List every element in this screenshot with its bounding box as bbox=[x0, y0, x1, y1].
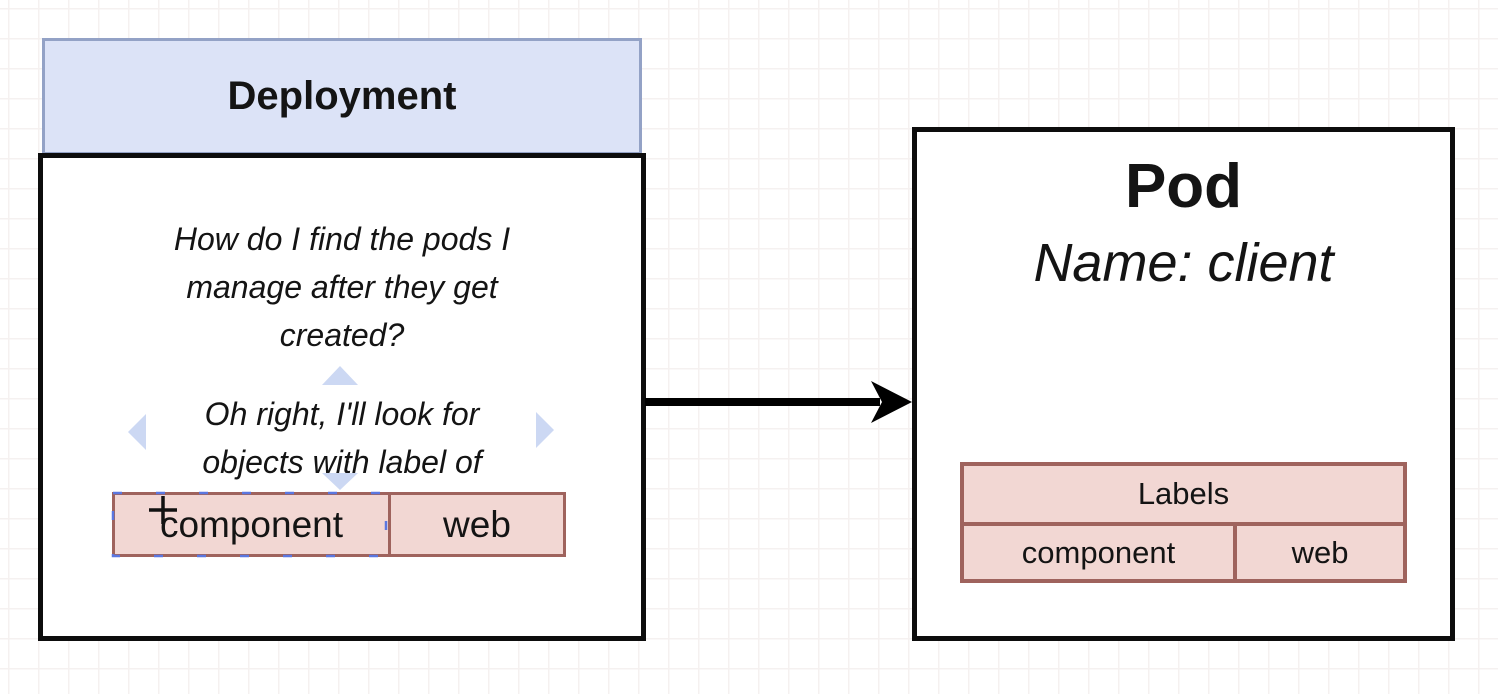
pod-name: Name: client bbox=[1033, 233, 1334, 293]
pod-label-value-cell[interactable]: web bbox=[1233, 526, 1403, 579]
deployment-body-shape[interactable]: How do I find the pods I manage after th… bbox=[38, 153, 646, 641]
pod-labels-table[interactable]: Labels component web bbox=[960, 462, 1407, 583]
pod-labels-header-cell[interactable]: Labels bbox=[964, 466, 1403, 526]
pod-labels-row[interactable]: component web bbox=[964, 526, 1403, 579]
pod-label-value: web bbox=[1291, 534, 1349, 570]
pod-shape[interactable]: Pod Name: client Labels component web bbox=[912, 127, 1455, 641]
deployment-thought-text-2: Oh right, I'll look for objects with lab… bbox=[202, 396, 482, 480]
deployment-label-table[interactable]: component web bbox=[112, 492, 566, 557]
deployment-title: Deployment bbox=[227, 74, 457, 118]
deployment-header-shape[interactable]: Deployment bbox=[42, 38, 642, 155]
deployment-label-key-cell[interactable]: component bbox=[115, 495, 388, 554]
pod-title: Pod bbox=[1124, 152, 1243, 221]
pod-labels-header: Labels bbox=[1137, 476, 1230, 511]
deployment-label-key: component bbox=[159, 503, 344, 545]
deployment-label-value-cell[interactable]: web bbox=[388, 495, 563, 554]
deployment-label-value: web bbox=[443, 503, 511, 545]
connector-arrow[interactable] bbox=[645, 381, 912, 423]
pod-label-key-cell[interactable]: component bbox=[964, 526, 1233, 579]
deployment-thought-text-1: How do I find the pods I manage after th… bbox=[173, 221, 511, 353]
pod-label-key: component bbox=[1021, 534, 1176, 570]
